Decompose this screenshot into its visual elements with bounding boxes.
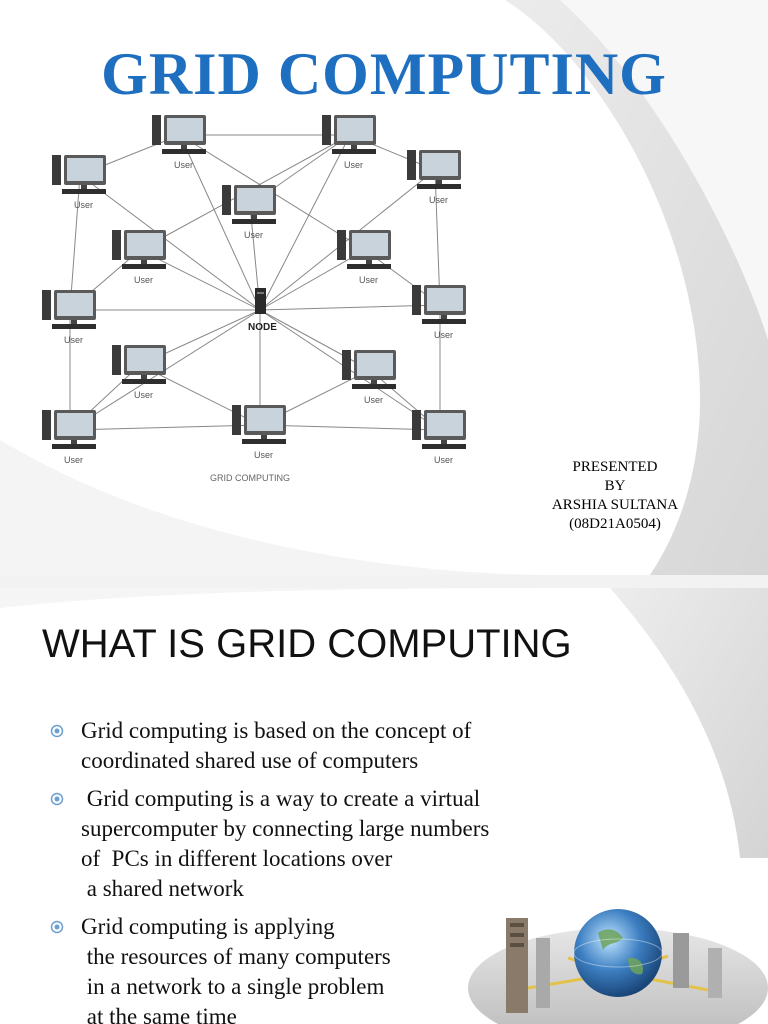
node-label: User — [134, 390, 153, 400]
bullet-circle-icon — [50, 920, 64, 934]
user-computer-icon: User — [322, 115, 376, 170]
globe-network-illustration — [468, 909, 768, 1024]
presenter-name: ARSHIA SULTANA — [551, 497, 679, 513]
node-label: User — [429, 195, 448, 205]
bullet-list: Grid computing is based on the concept o… — [50, 716, 570, 1024]
network-link — [259, 309, 371, 371]
user-computer-icon: User — [112, 230, 166, 285]
user-computer-icon: User — [42, 290, 96, 345]
node-label: User — [134, 275, 153, 285]
node-label: User — [64, 455, 83, 465]
presenter-info: PRESENTED BY ARSHIA SULTANA (08D21A0504) — [530, 458, 700, 534]
node-label: User — [359, 275, 378, 285]
network-link — [69, 174, 81, 311]
user-computer-icon: User — [337, 230, 391, 285]
node-label: User — [344, 160, 363, 170]
user-computer-icon: User — [152, 115, 206, 170]
bullet-text: a shared network — [81, 876, 244, 901]
node-label: User — [434, 330, 453, 340]
node-label: User — [74, 200, 93, 210]
bullet-text: in a network to a single problem — [81, 974, 385, 999]
user-computer-icon: User — [412, 285, 466, 340]
slide-background-swoosh — [0, 588, 768, 858]
bullet-circle-icon — [50, 792, 64, 806]
bullet-text: the resources of many computers — [81, 944, 391, 969]
slide-2: WHAT IS GRID COMPUTING Grid computing is… — [0, 588, 768, 1024]
node-label: User — [434, 455, 453, 465]
bullet-text: Grid computing is applying — [81, 914, 335, 939]
bullet-item: Grid computing is a way to create a virt… — [50, 784, 570, 904]
network-link — [259, 169, 436, 311]
bullet-text: supercomputer by connecting large number… — [81, 816, 490, 841]
user-computer-icon: User — [52, 155, 106, 210]
bullet-item: Grid computing is applying the resources… — [50, 912, 570, 1024]
user-computer-icon: User — [112, 345, 166, 400]
bullet-text: at the same time — [81, 1004, 237, 1024]
network-link — [79, 174, 261, 311]
network-link — [179, 134, 261, 311]
user-computer-icon: User — [232, 405, 286, 460]
network-link — [434, 169, 441, 306]
bullet-text: Grid computing is based on the concept o… — [81, 718, 472, 743]
user-computer-icon: User — [407, 150, 461, 205]
bullet-text: of PCs in different locations over — [81, 846, 393, 871]
hub-label: NODE — [248, 322, 277, 333]
node-label: User — [244, 230, 263, 240]
node-hub-icon: NODE — [248, 288, 277, 333]
presenter-line: BY — [604, 478, 626, 494]
node-label: User — [364, 395, 383, 405]
user-computer-icon: User — [412, 410, 466, 465]
bullet-text: coordinated shared use of computers — [81, 748, 419, 773]
bullet-text: Grid computing is a way to create a virt… — [81, 786, 481, 811]
slide-title: GRID COMPUTING — [101, 41, 667, 107]
slide-background-swoosh — [0, 0, 768, 575]
slide-title: WHAT IS GRID COMPUTING — [42, 622, 572, 666]
bullet-circle-icon — [50, 724, 64, 738]
diagram-caption: GRID COMPUTING — [210, 473, 290, 483]
presenter-id: (08D21A0504) — [569, 516, 661, 532]
presenter-line: PRESENTED — [572, 459, 658, 475]
user-computer-icon: User — [342, 350, 396, 405]
node-label: User — [174, 160, 193, 170]
network-link — [259, 304, 441, 311]
network-link — [259, 134, 351, 311]
network-link — [259, 249, 366, 311]
network-link — [259, 424, 441, 431]
slide-separator — [0, 575, 768, 588]
node-label: User — [64, 335, 83, 345]
bullet-item: Grid computing is based on the concept o… — [50, 716, 570, 776]
user-computer-icon: User — [222, 185, 276, 240]
node-label: User — [254, 450, 273, 460]
user-computer-icon: User — [42, 410, 96, 465]
network-link — [69, 424, 261, 431]
